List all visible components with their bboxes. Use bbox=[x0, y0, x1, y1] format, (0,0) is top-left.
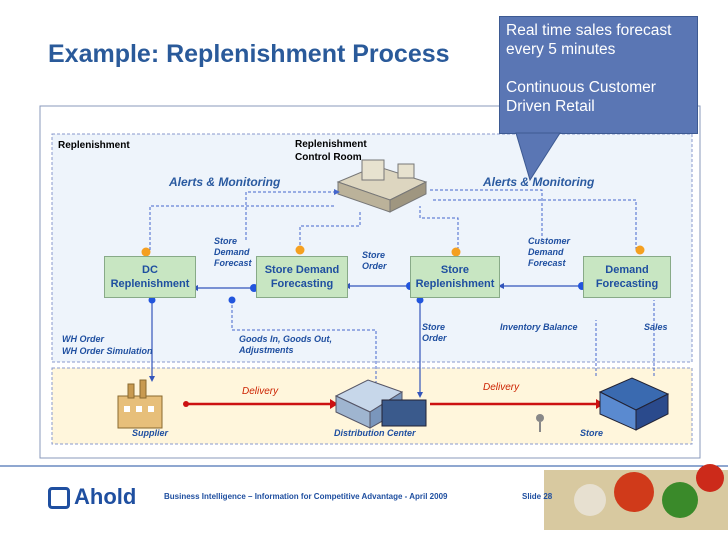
cdf-label-line-3: Forecast bbox=[528, 258, 566, 268]
df-node-dot bbox=[635, 245, 645, 255]
goods-in-line-2: Adjustments bbox=[239, 345, 294, 355]
alerts-monitoring-left: Alerts & Monitoring bbox=[169, 175, 281, 189]
callout-line-1: Real time sales forecast bbox=[506, 22, 672, 39]
control-room-label: Replenishment Control Room bbox=[295, 138, 367, 164]
slide-title: Example: Replenishment Process bbox=[48, 40, 450, 68]
ahold-logo-text: Ahold bbox=[74, 484, 137, 509]
df-box-line-2: Forecasting bbox=[595, 278, 659, 290]
control-room-line-1: Replenishment bbox=[295, 139, 367, 150]
supplier-factory-icon bbox=[117, 379, 163, 429]
footer-text: Business Intelligence – Information for … bbox=[164, 492, 448, 501]
callout-line-4: Driven Retail bbox=[506, 98, 595, 115]
sdf-box-line-2: Forecasting bbox=[270, 278, 334, 290]
inventory-balance-label: Inventory Balance bbox=[500, 322, 578, 332]
store-label: Store bbox=[580, 428, 604, 438]
goods-in-out-label: Goods In, Goods Out, Adjustments bbox=[239, 334, 332, 356]
delivery-right-label: Delivery bbox=[483, 382, 520, 393]
wh-order-label: WH Order bbox=[62, 334, 105, 344]
alerts-monitoring-right: Alerts & Monitoring bbox=[483, 175, 595, 189]
cdf-label-line-1: Customer bbox=[528, 236, 571, 246]
sales-label: Sales bbox=[644, 322, 668, 332]
control-room-building bbox=[336, 159, 428, 213]
sdf-box-line-1: Store Demand bbox=[264, 264, 340, 276]
store-order-top-label: Store Order bbox=[362, 250, 387, 272]
sdf-node-dot bbox=[295, 245, 305, 255]
sr-box-line-1: Store bbox=[440, 264, 470, 276]
store-order-bottom-line-2: Order bbox=[422, 333, 447, 343]
sr-box-line-2: Replenishment bbox=[415, 278, 495, 290]
cdf-label-line-2: Demand bbox=[528, 247, 564, 257]
sdf-label-line-2: Demand bbox=[214, 247, 250, 257]
store-demand-forecast-label: Store Demand Forecast bbox=[214, 236, 252, 269]
dc-box-line-1: DC bbox=[142, 264, 158, 276]
store-order-top-line-2: Order bbox=[362, 261, 387, 271]
callout-box: Real time sales forecast every 5 minutes… bbox=[499, 16, 698, 134]
sdf-label-line-1: Store bbox=[214, 236, 238, 246]
sr-node-dot bbox=[451, 247, 461, 257]
dc-box-line-2: Replenishment bbox=[110, 278, 190, 290]
panel-label: Replenishment bbox=[58, 140, 130, 151]
ahold-logo: Ahold bbox=[48, 484, 136, 510]
distribution-center-icon bbox=[334, 379, 427, 429]
ahold-logo-icon bbox=[48, 487, 70, 510]
supplier-label: Supplier bbox=[132, 428, 169, 438]
store-order-top-line-1: Store bbox=[362, 250, 386, 260]
goods-in-line-1: Goods In, Goods Out, bbox=[239, 334, 332, 344]
distribution-center-label: Distribution Center bbox=[334, 428, 416, 438]
df-box-line-1: Demand bbox=[605, 264, 649, 276]
customer-demand-forecast-label: Customer Demand Forecast bbox=[528, 236, 570, 269]
dc-node-dot bbox=[141, 247, 151, 257]
store-order-bottom-label: Store Order bbox=[422, 322, 447, 344]
delivery-left-label: Delivery bbox=[242, 386, 279, 397]
control-room-line-2: Control Room bbox=[295, 152, 362, 163]
callout-line-2: every 5 minutes bbox=[506, 41, 616, 58]
slide-number: Slide 28 bbox=[522, 492, 553, 501]
callout-line-3: Continuous Customer bbox=[506, 79, 656, 96]
store-icon bbox=[536, 377, 670, 432]
sdf-label-line-3: Forecast bbox=[214, 258, 252, 268]
store-order-bottom-line-1: Store bbox=[422, 322, 446, 332]
dc-replenishment-box[interactable]: DC Replenishment bbox=[104, 256, 196, 298]
wh-order-simulation-label: WH Order Simulation bbox=[62, 346, 153, 356]
